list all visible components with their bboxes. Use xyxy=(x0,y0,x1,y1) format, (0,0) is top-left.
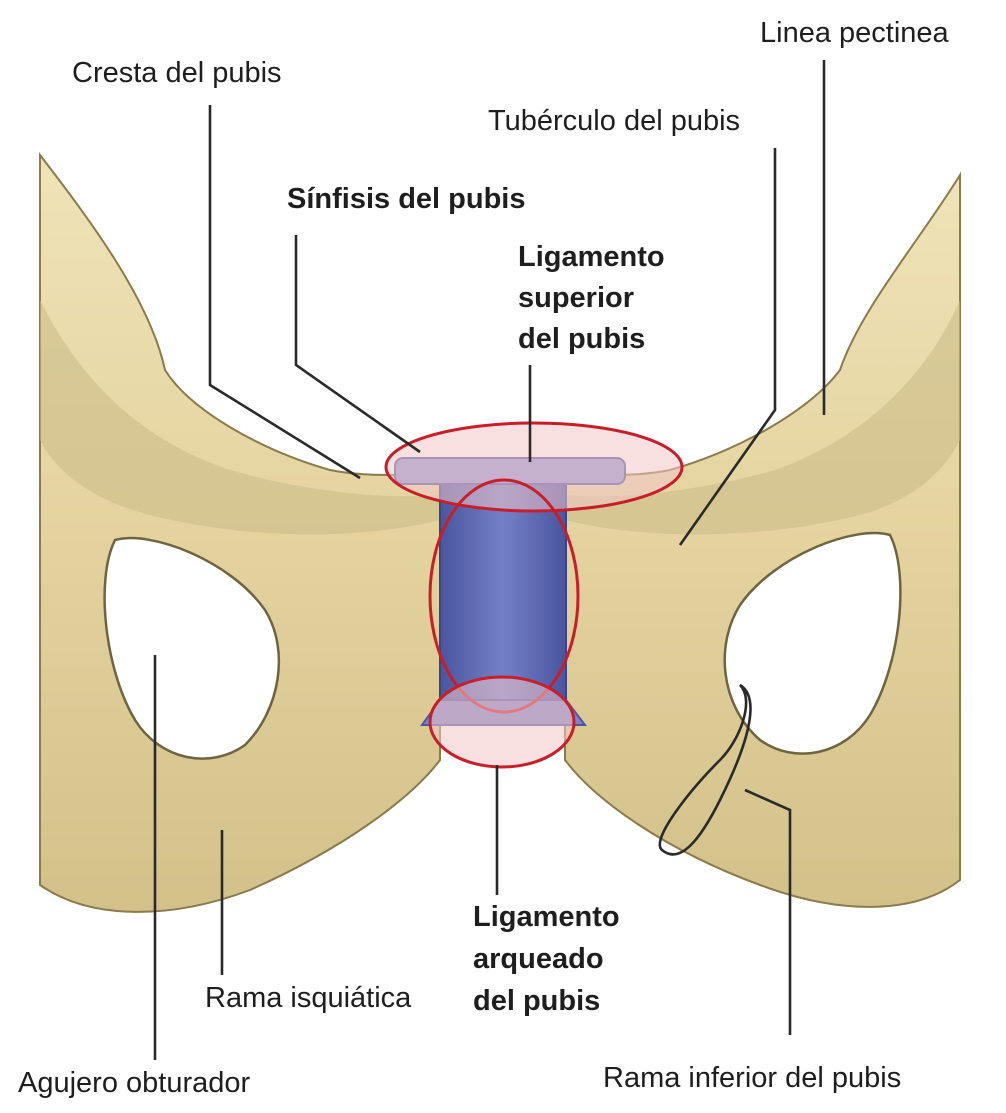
label-tuberculo-del-pubis: Tubérculo del pubis xyxy=(488,105,740,137)
label-ligamento-arqueado-line2: arqueado xyxy=(473,943,604,975)
label-rama-inferior-del-pubis: Rama inferior del pubis xyxy=(603,1062,901,1094)
leader-lines xyxy=(153,60,826,1060)
label-ligamento-arqueado-line3: del pubis xyxy=(473,985,600,1017)
right-obturator-foramen xyxy=(723,531,902,755)
label-sinfisis-del-pubis: Sínfisis del pubis xyxy=(287,183,526,215)
label-cresta-del-pubis: Cresta del pubis xyxy=(72,57,282,89)
label-ligamento-superior-line3: del pubis xyxy=(518,323,645,355)
label-ligamento-arqueado-line1: Ligamento xyxy=(473,901,620,933)
labels: Cresta del pubis Linea pectinea Tubércul… xyxy=(18,17,950,1099)
label-rama-isquiatica: Rama isquiática xyxy=(205,982,412,1014)
label-ligamento-superior-line2: superior xyxy=(518,282,634,314)
left-obturator-foramen xyxy=(103,536,281,760)
label-agujero-obturador: Agujero obturador xyxy=(18,1067,250,1099)
highlight-overlays xyxy=(384,421,684,769)
label-ligamento-superior-line1: Ligamento xyxy=(518,241,665,273)
right-hip-bone xyxy=(564,171,961,908)
label-linea-pectinea: Linea pectinea xyxy=(760,17,950,49)
left-hip-bone xyxy=(39,152,441,913)
